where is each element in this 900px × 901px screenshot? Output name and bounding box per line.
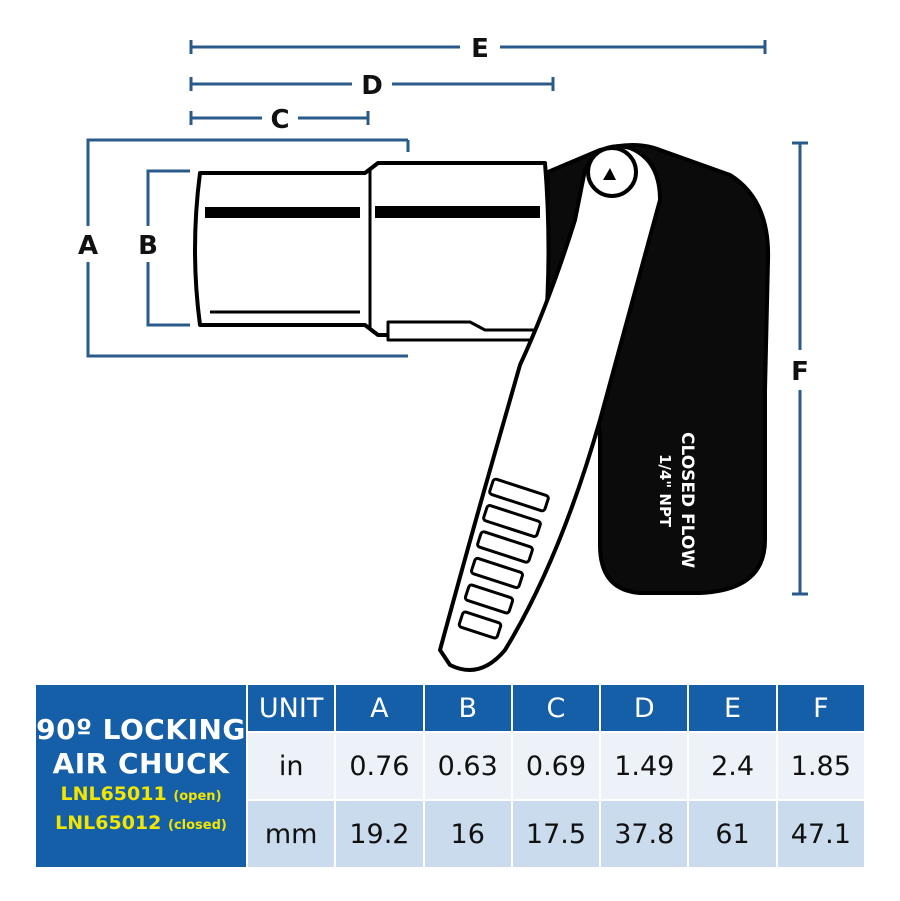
cell-mm-d: 37.8 <box>599 799 690 869</box>
cell-in-e: 2.4 <box>687 731 778 801</box>
chuck-body <box>193 143 771 672</box>
dimension-lines <box>86 40 808 596</box>
table-row-mm: mm 19.2 16 17.5 37.8 61 47.1 <box>35 799 867 869</box>
dimension-label-b: B <box>138 231 158 261</box>
dimension-label-d: D <box>361 71 383 101</box>
header-d: D <box>599 683 690 733</box>
cell-mm-f: 47.1 <box>775 799 867 869</box>
air-chuck-drawing: E D C A B F CLOSED FLOW 1/4" NPT <box>78 34 809 672</box>
product-title-line2: AIR CHUCK <box>52 747 230 780</box>
body-text-npt: 1/4" NPT <box>656 454 674 528</box>
header-b: B <box>422 683 513 733</box>
dimension-label-e: E <box>471 34 489 64</box>
cell-in-c: 0.69 <box>510 731 602 801</box>
table-header-row: 90º LOCKING AIR CHUCK LNL65011 (open) LN… <box>34 683 867 869</box>
cell-mm-c: 17.5 <box>510 799 602 869</box>
model-open: LNL65011 (open) <box>36 781 246 810</box>
cell-unit-in: in <box>245 731 337 801</box>
header-a: A <box>334 683 425 733</box>
dimension-label-f: F <box>791 357 809 387</box>
model-open-number: LNL65011 <box>60 783 167 805</box>
body-imprint: CLOSED FLOW 1/4" NPT <box>656 432 697 568</box>
table-row-in: in 0.76 0.63 0.69 1.49 2.4 1.85 <box>35 731 867 801</box>
body-text-closed-flow: CLOSED FLOW <box>677 432 697 568</box>
dimension-label-a: A <box>78 231 98 261</box>
model-closed: LNL65012 (closed) <box>36 810 246 839</box>
product-title-line1: 90º LOCKING <box>36 713 246 746</box>
cell-mm-b: 16 <box>422 799 513 869</box>
product-title-cell: 90º LOCKING AIR CHUCK LNL65011 (open) LN… <box>34 683 248 869</box>
header-e: E <box>687 683 778 733</box>
model-closed-number: LNL65012 <box>55 812 162 834</box>
header-unit: UNIT <box>245 683 337 733</box>
spec-table: 90º LOCKING AIR CHUCK LNL65011 (open) LN… <box>34 683 867 869</box>
cell-in-d: 1.49 <box>599 731 690 801</box>
cell-in-f: 1.85 <box>775 731 867 801</box>
model-open-note: (open) <box>173 789 222 804</box>
dimension-label-c: C <box>270 105 289 135</box>
cell-in-b: 0.63 <box>422 731 513 801</box>
header-c: C <box>510 683 602 733</box>
cell-mm-a: 19.2 <box>334 799 425 869</box>
cell-in-a: 0.76 <box>334 731 425 801</box>
header-f: F <box>775 683 867 733</box>
model-closed-note: (closed) <box>168 818 227 833</box>
cell-unit-mm: mm <box>245 799 337 869</box>
cell-mm-e: 61 <box>687 799 778 869</box>
